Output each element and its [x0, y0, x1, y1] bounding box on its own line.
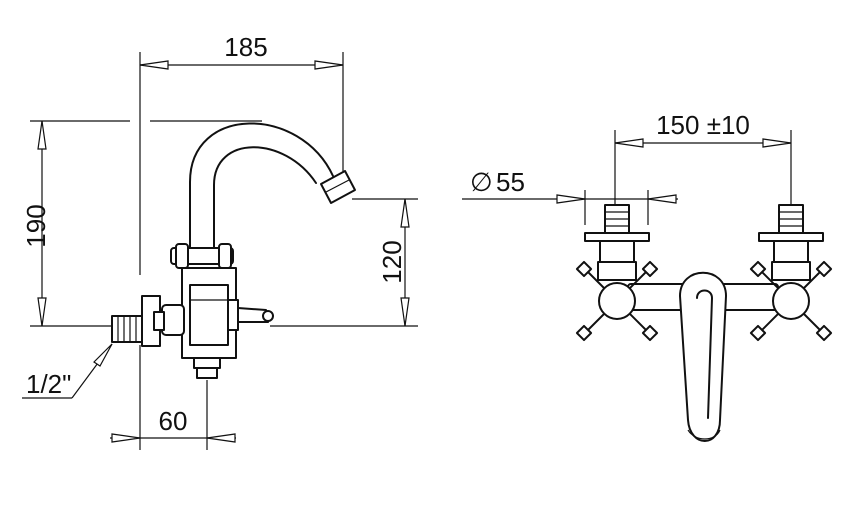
dimension-185: 185	[139, 32, 344, 275]
left-valve	[575, 204, 659, 342]
side-view: 185 190 120 60	[21, 32, 418, 450]
dimension-60-label: 60	[159, 406, 188, 436]
diameter-value: 55	[496, 167, 525, 197]
dimension-185-label: 185	[224, 32, 267, 62]
dimension-190-label: 190	[21, 204, 51, 247]
front-spout	[679, 271, 727, 442]
dimension-120-label: 120	[377, 240, 407, 283]
right-handle-hub	[772, 282, 810, 320]
thread-size-label: 1/2"	[26, 369, 71, 399]
popup-lever	[227, 299, 274, 331]
dimension-150: 150 ±10	[614, 110, 792, 205]
left-handle-hub	[598, 282, 636, 320]
thread-callout: 1/2"	[22, 343, 113, 399]
left-flange	[584, 232, 650, 242]
spout	[189, 122, 356, 251]
spout-aerator	[320, 170, 356, 204]
handle-stubs	[170, 243, 234, 269]
dimension-diameter-55: ∅ 55	[462, 167, 678, 225]
right-flange	[758, 232, 824, 242]
dimension-190: 190	[21, 120, 262, 327]
front-view: 150 ±10 ∅ 55	[462, 110, 833, 442]
diameter-symbol: ∅	[470, 167, 493, 197]
dimension-120: 120	[270, 198, 418, 327]
dimension-150-label: 150 ±10	[656, 110, 750, 140]
inlet-fitting	[111, 295, 185, 347]
dimension-60: 60	[110, 345, 236, 450]
right-valve	[749, 204, 833, 342]
